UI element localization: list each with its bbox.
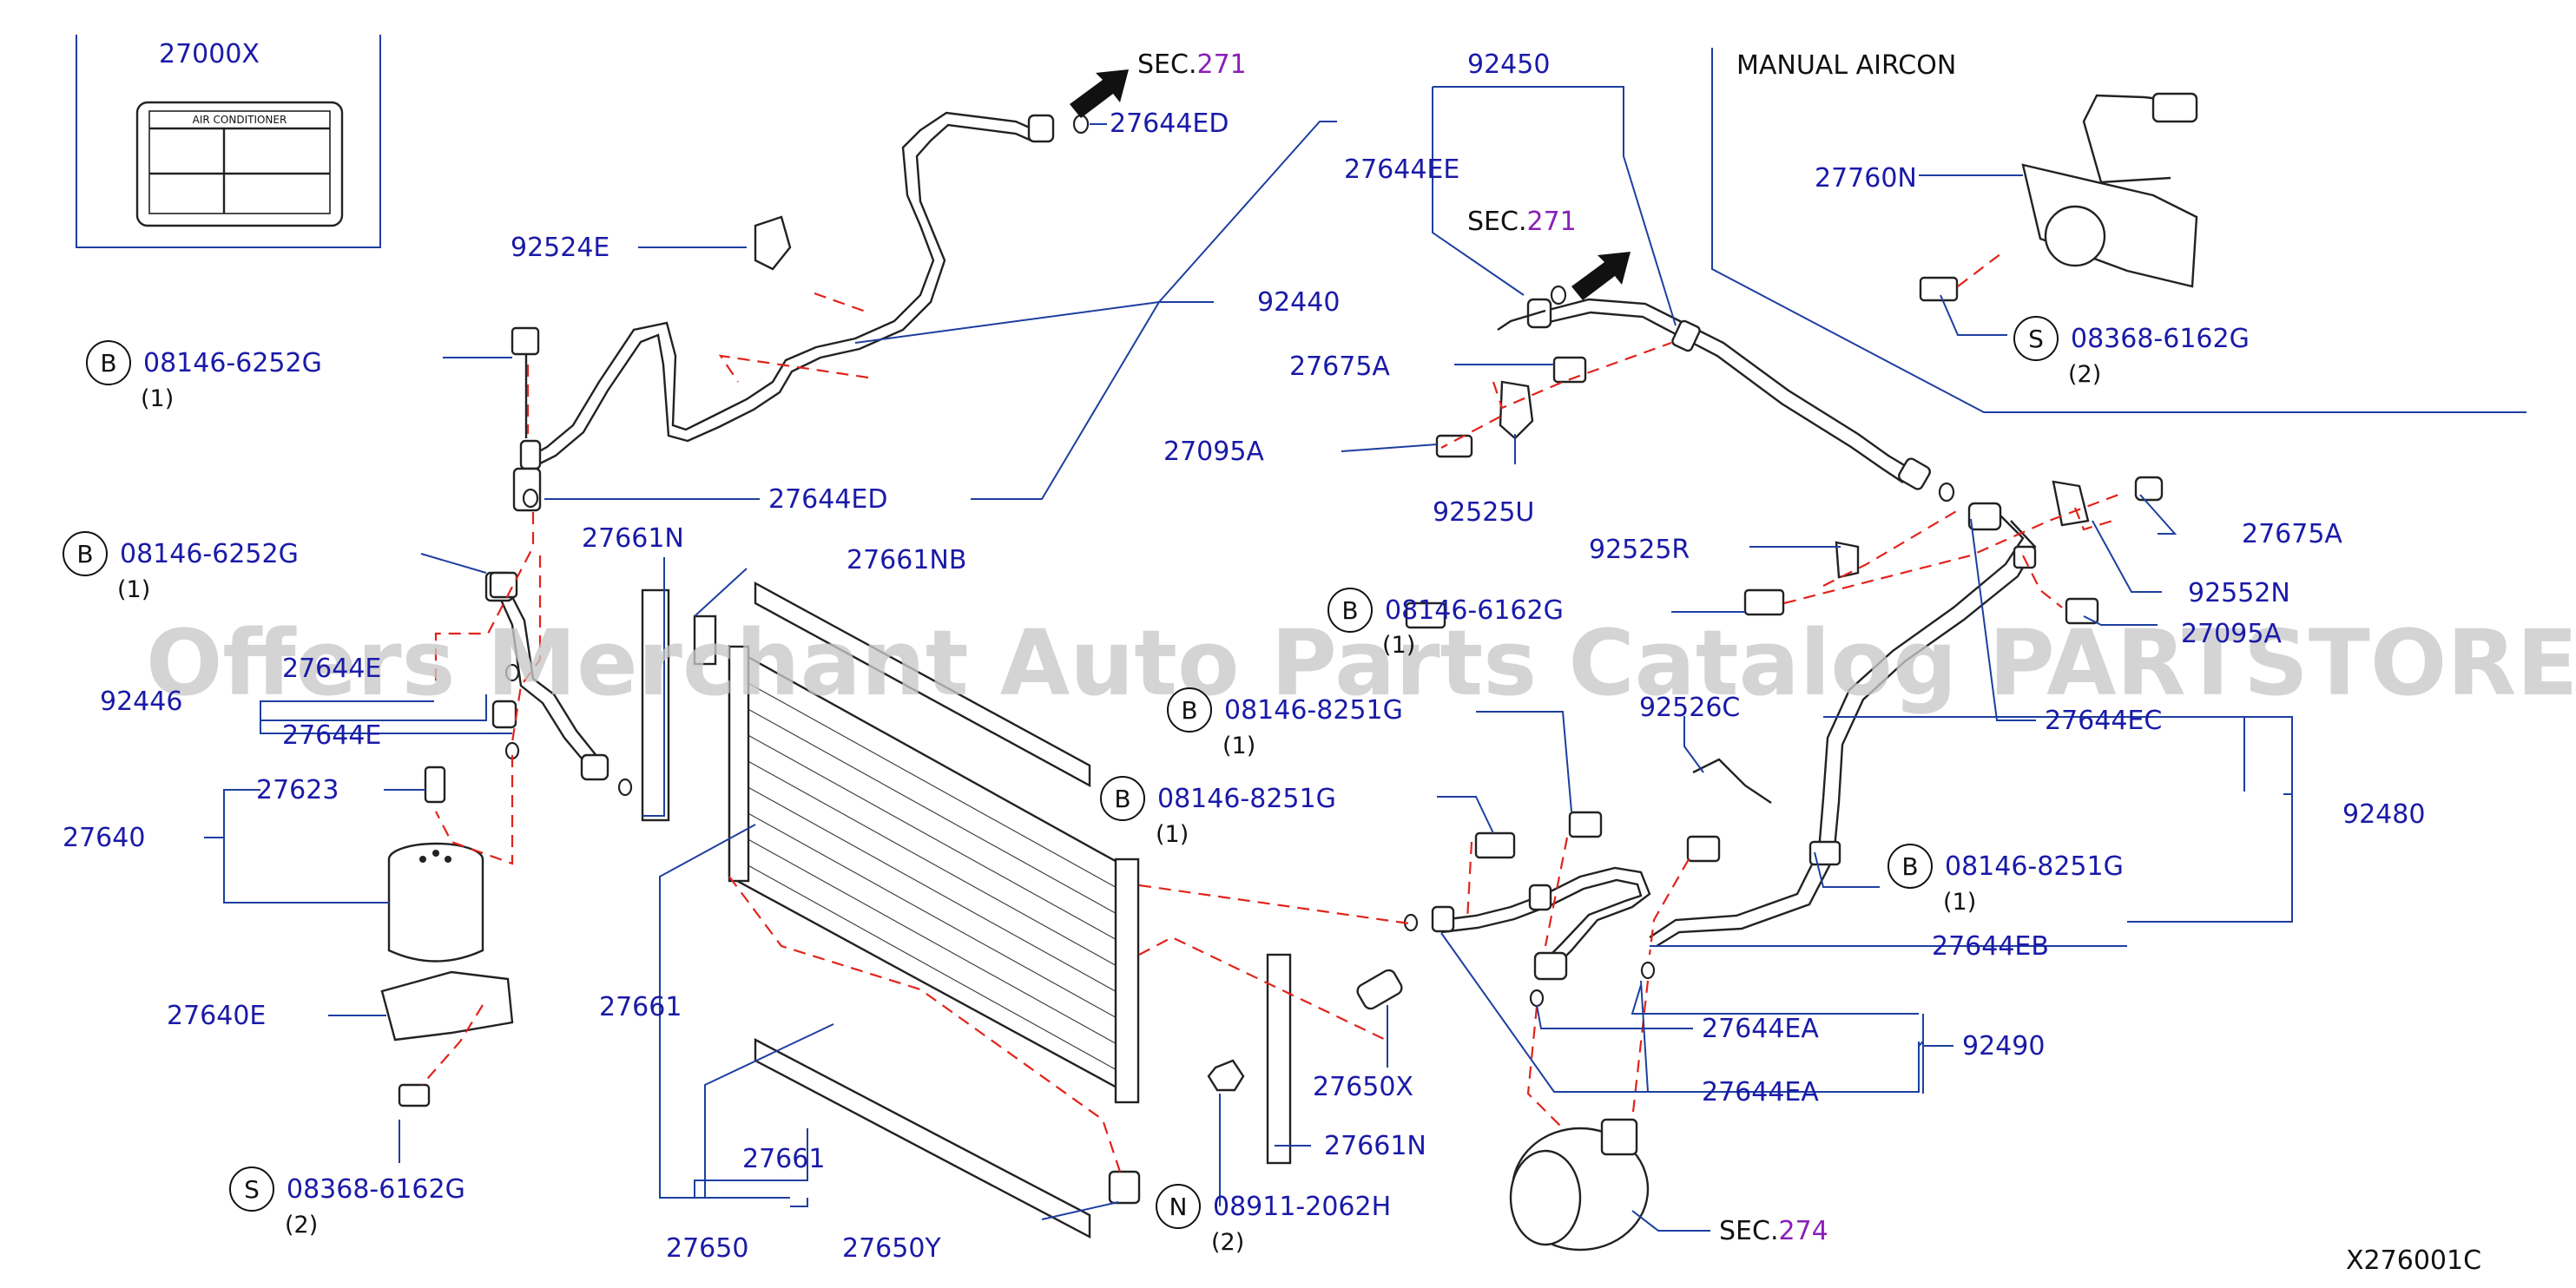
circle-b-5: B bbox=[1114, 785, 1130, 813]
small-parts bbox=[489, 69, 2164, 1008]
label-bolt-2-qty: (1) bbox=[117, 576, 150, 603]
circle-n-1: N bbox=[1169, 1193, 1188, 1221]
label-27650X: 27650X bbox=[1313, 1072, 1413, 1102]
label-nut-qty: (2) bbox=[1211, 1229, 1244, 1256]
label-27644E-b: 27644E bbox=[282, 720, 381, 751]
label-manual-aircon: MANUAL AIRCON bbox=[1736, 50, 1956, 81]
sec271-top-prefix: SEC. bbox=[1137, 49, 1196, 80]
label-sec271-mid: SEC.271 bbox=[1467, 207, 1577, 237]
label-screw-2-code: 08368-6162G bbox=[2071, 324, 2250, 354]
label-92524E: 92524E bbox=[511, 233, 609, 263]
label-27644EC: 27644EC bbox=[2045, 706, 2162, 736]
condenser-assembly bbox=[641, 581, 1403, 1239]
label-bolt-4-qty: (1) bbox=[1222, 733, 1255, 759]
sec274-prefix: SEC. bbox=[1719, 1216, 1778, 1246]
label-nut-code: 08911-2062H bbox=[1213, 1192, 1391, 1222]
frame-lines bbox=[76, 35, 2527, 413]
label-27675A-a: 27675A bbox=[1289, 352, 1390, 382]
sec271-mid-prefix: SEC. bbox=[1467, 207, 1526, 237]
label-bolt-5-qty: (1) bbox=[1156, 821, 1189, 848]
label-27675A-b: 27675A bbox=[2242, 519, 2342, 549]
label-bolt-2-code: 08146-6252G bbox=[120, 539, 299, 569]
label-bolt-6-code: 08146-8251G bbox=[1945, 851, 2124, 882]
label-27644EA-b: 27644EA bbox=[1702, 1077, 1819, 1107]
label-27623: 27623 bbox=[256, 775, 339, 805]
sec274-number: 274 bbox=[1778, 1216, 1828, 1246]
label-92490: 92490 bbox=[1962, 1031, 2045, 1061]
circle-s-2: S bbox=[2028, 325, 2044, 353]
label-bolt-5-code: 08146-8251G bbox=[1157, 784, 1336, 814]
label-92440: 92440 bbox=[1257, 287, 1340, 318]
label-27095A-a: 27095A bbox=[1163, 437, 1264, 467]
label-27640E: 27640E bbox=[167, 1001, 266, 1031]
label-screw-1-qty: (2) bbox=[285, 1212, 318, 1239]
circle-s-1: S bbox=[244, 1175, 260, 1204]
part-labels: 27000X SEC.271 27644ED 92524E 92440 0814… bbox=[63, 39, 2481, 1276]
label-sec271-top: SEC.271 bbox=[1137, 49, 1247, 80]
label-27661NB: 27661NB bbox=[847, 545, 966, 575]
label-27650: 27650 bbox=[666, 1233, 748, 1264]
label-92526C: 92526C bbox=[1639, 693, 1740, 723]
label-bolt-3-code: 08146-6162G bbox=[1385, 595, 1564, 626]
label-screw-2-qty: (2) bbox=[2068, 361, 2101, 388]
label-92450: 92450 bbox=[1467, 49, 1550, 80]
sec271-mid-number: 271 bbox=[1526, 207, 1576, 237]
circle-b-3: B bbox=[1341, 596, 1358, 625]
label-27000X: 27000X bbox=[159, 39, 260, 69]
leader-lines bbox=[204, 86, 2293, 1232]
label-27644EE: 27644EE bbox=[1344, 154, 1459, 185]
label-27760N: 27760N bbox=[1815, 163, 1917, 194]
circle-b-4: B bbox=[1181, 696, 1197, 725]
label-92480: 92480 bbox=[2342, 799, 2425, 830]
pressure-sensor-27760N bbox=[1919, 92, 2198, 302]
label-27644EA-a: 27644EA bbox=[1702, 1014, 1819, 1044]
circle-b-6: B bbox=[1901, 852, 1918, 881]
label-27644EB: 27644EB bbox=[1932, 931, 2049, 962]
label-92525U: 92525U bbox=[1433, 497, 1534, 528]
label-27650Y: 27650Y bbox=[842, 1233, 941, 1264]
circle-b-1: B bbox=[100, 349, 116, 378]
label-27644ED-top: 27644ED bbox=[1110, 108, 1229, 139]
circled-letters: B B S N B B B S B bbox=[63, 316, 2059, 1229]
label-bolt-3-qty: (1) bbox=[1382, 632, 1415, 659]
label-bolt-6-qty: (1) bbox=[1943, 889, 1976, 916]
label-27644ED-mid: 27644ED bbox=[768, 484, 888, 515]
ac-label-plate: AIR CONDITIONER bbox=[135, 101, 344, 227]
assembly-dash-lines bbox=[421, 253, 2119, 1173]
label-27661N-low: 27661N bbox=[1324, 1131, 1426, 1161]
label-bolt-1-code: 08146-6252G bbox=[143, 348, 322, 378]
label-bolt-1-qty: (1) bbox=[141, 385, 174, 412]
ac-plate-text: AIR CONDITIONER bbox=[193, 114, 287, 126]
label-27644E-a: 27644E bbox=[282, 654, 381, 684]
label-sec274: SEC.274 bbox=[1719, 1216, 1828, 1246]
label-screw-1-code: 08368-6162G bbox=[287, 1174, 465, 1205]
label-27661-low: 27661 bbox=[742, 1144, 825, 1174]
figure-code: X276001C bbox=[2346, 1245, 2481, 1276]
label-92446: 92446 bbox=[100, 687, 182, 717]
label-27661-mid: 27661 bbox=[599, 992, 682, 1022]
compressor bbox=[1509, 1118, 1650, 1252]
label-92552N: 92552N bbox=[2188, 578, 2290, 608]
label-27095A-b: 27095A bbox=[2181, 619, 2282, 649]
label-bolt-4-code: 08146-8251G bbox=[1224, 695, 1403, 726]
label-92525R: 92525R bbox=[1589, 535, 1690, 565]
label-27640: 27640 bbox=[63, 823, 145, 853]
receiver-drier bbox=[380, 766, 514, 1107]
label-27661N-top: 27661N bbox=[582, 523, 684, 554]
circle-b-2: B bbox=[76, 540, 93, 568]
sec271-top-number: 271 bbox=[1196, 49, 1246, 80]
